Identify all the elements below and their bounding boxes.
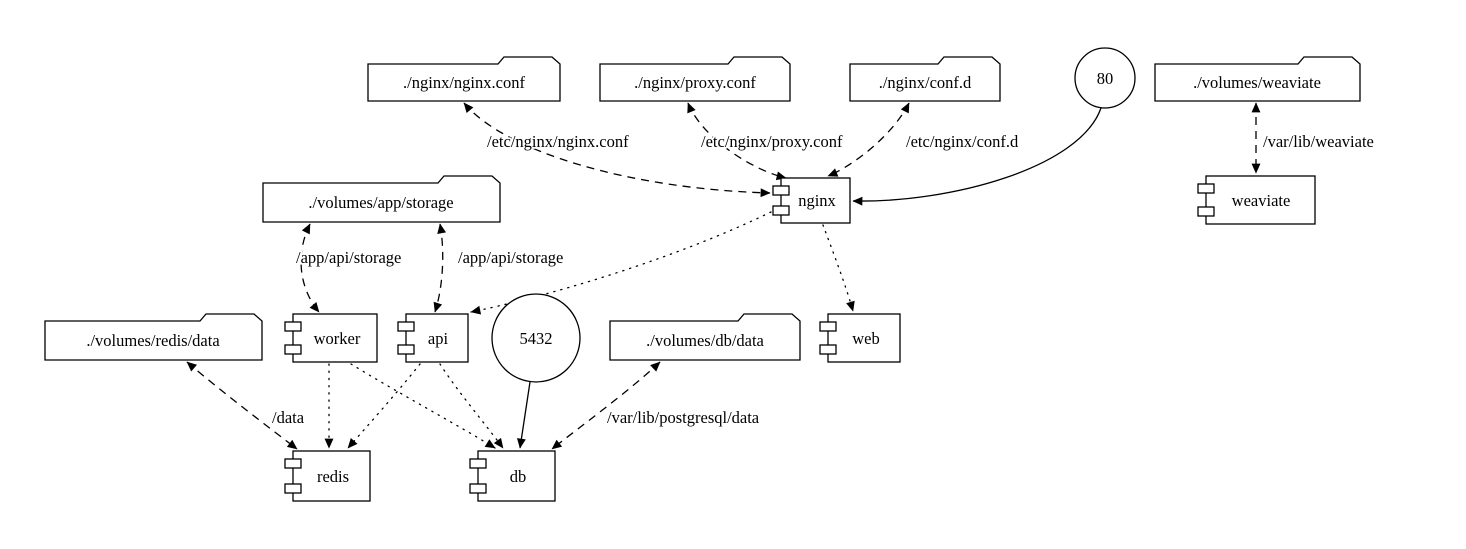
port-circle-icon <box>491 293 581 383</box>
node-label: api <box>428 329 449 348</box>
component-tab-icon <box>397 344 415 355</box>
component-tab-icon <box>819 321 837 332</box>
edge-api-redis <box>347 363 421 449</box>
node-label: weaviate <box>1232 191 1291 210</box>
node-port-80: 80 <box>1074 47 1136 109</box>
node-volumes-app-storage: ./volumes/app/storage <box>262 175 501 223</box>
node-label: db <box>510 467 527 486</box>
node-label: 80 <box>1097 69 1114 88</box>
node-label: ./nginx/proxy.conf <box>634 73 756 92</box>
edge-nginx-confd <box>827 102 910 177</box>
edge-layer <box>186 102 1261 450</box>
edge-label: /etc/nginx/nginx.conf <box>487 132 629 151</box>
edge-label-layer: /etc/nginx/nginx.conf /etc/nginx/proxy.c… <box>270 130 1375 429</box>
component-tab-icon <box>819 344 837 355</box>
edge-nginx-web <box>822 224 855 312</box>
edge-label: /app/api/storage <box>296 248 401 267</box>
node-layer: ./nginx/nginx.conf ./nginx/proxy.conf ./… <box>44 47 1361 502</box>
node-label: ./volumes/db/data <box>646 331 764 350</box>
node-volumes-db-data: ./volumes/db/data <box>609 313 801 361</box>
component-body <box>780 177 851 224</box>
edge-label: /app/api/storage <box>458 248 563 267</box>
component-tab-icon <box>772 185 790 196</box>
edge-worker-storage <box>300 223 320 313</box>
edge-label: /etc/nginx/proxy.conf <box>701 132 843 151</box>
edge-api-storage <box>433 223 447 313</box>
edge-nginx-nginxconf <box>463 102 771 198</box>
node-label: ./volumes/app/storage <box>308 193 453 212</box>
node-label: ./volumes/redis/data <box>86 331 220 350</box>
node-label: ./nginx/conf.d <box>879 73 972 92</box>
component-tab-icon <box>469 483 487 494</box>
node-nginx-conf: ./nginx/nginx.conf <box>367 56 561 102</box>
folder-icon <box>44 313 263 361</box>
component-tab-icon <box>284 344 302 355</box>
component-body <box>827 313 901 363</box>
component-body <box>1205 175 1316 225</box>
node-nginx: nginx <box>772 177 851 224</box>
folder-icon <box>367 56 561 102</box>
folder-icon <box>849 56 1001 102</box>
edge-port80-nginx <box>852 107 1102 206</box>
edge-redis-volume <box>186 361 298 450</box>
folder-icon <box>599 56 791 102</box>
node-label: ./nginx/nginx.conf <box>403 73 525 92</box>
component-tab-icon <box>1197 183 1215 194</box>
edge-worker-db <box>350 363 496 449</box>
node-redis: redis <box>284 450 371 502</box>
node-label: redis <box>317 467 349 486</box>
component-tab-icon <box>397 321 415 332</box>
edge-label: /data <box>272 408 305 427</box>
edge-label: /var/lib/postgresql/data <box>607 408 760 427</box>
folder-icon <box>1154 56 1361 102</box>
node-label: ./volumes/weaviate <box>1193 73 1321 92</box>
edge-label: /etc/nginx/conf.d <box>906 132 1019 151</box>
edge-port5432-db <box>517 381 531 449</box>
edge-label: /var/lib/weaviate <box>1263 132 1374 151</box>
component-tab-icon <box>284 483 302 494</box>
component-body <box>477 450 556 502</box>
node-volumes-redis-data: ./volumes/redis/data <box>44 313 263 361</box>
folder-icon <box>609 313 801 361</box>
node-db: db <box>469 450 556 502</box>
edge-db-volume <box>551 361 661 450</box>
edge-nginx-proxyconf <box>687 102 787 181</box>
folder-icon <box>262 175 501 223</box>
node-port-5432: 5432 <box>491 293 581 383</box>
component-tab-icon <box>772 205 790 216</box>
component-tab-icon <box>469 458 487 469</box>
node-web: web <box>819 313 901 363</box>
port-circle-icon <box>1074 47 1136 109</box>
component-body <box>292 450 371 502</box>
node-conf-d: ./nginx/conf.d <box>849 56 1001 102</box>
node-label: 5432 <box>520 329 553 348</box>
component-tab-icon <box>284 458 302 469</box>
node-label: web <box>852 329 880 348</box>
node-api: api <box>397 313 469 363</box>
component-tab-icon <box>284 321 302 332</box>
component-body <box>405 313 469 363</box>
node-label: worker <box>314 329 361 348</box>
edge-api-db <box>439 363 504 449</box>
node-worker: worker <box>284 313 378 363</box>
node-volumes-weaviate: ./volumes/weaviate <box>1154 56 1361 102</box>
node-label: nginx <box>798 191 836 210</box>
node-weaviate: weaviate <box>1197 175 1316 225</box>
component-tab-icon <box>1197 206 1215 217</box>
component-body <box>292 313 378 363</box>
node-proxy-conf: ./nginx/proxy.conf <box>599 56 791 102</box>
